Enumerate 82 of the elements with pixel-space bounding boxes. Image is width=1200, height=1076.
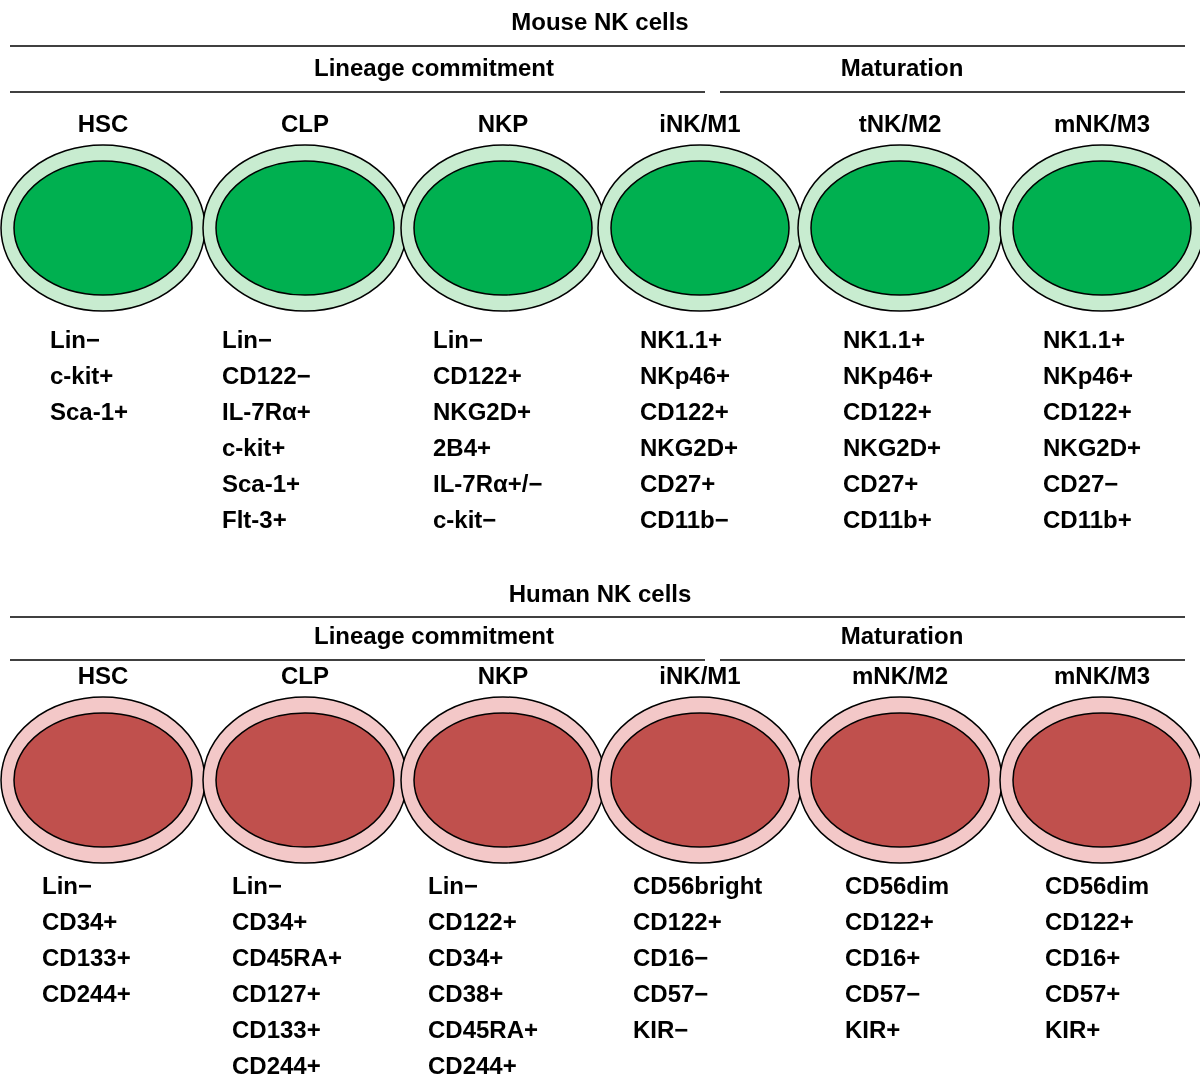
marker-label: CD16+ [845,944,921,972]
marker-label: IL-7Rα+ [222,398,311,426]
marker-label: c-kit− [433,506,497,534]
marker-label: CD34+ [232,908,308,936]
marker-label: CD56dim [1045,872,1150,900]
cell-type-label: NKP [476,110,530,138]
marker-label: CD16− [633,944,709,972]
stage-heading: Maturation [840,54,964,82]
marker-label: CD122+ [1045,908,1134,936]
marker-label: NK1.1+ [843,326,926,354]
marker-label: NKp46+ [1043,362,1134,390]
marker-label: CD27+ [843,470,919,498]
marker-label: CD34+ [42,908,118,936]
cell-type-label: CLP [280,110,330,138]
marker-label: NKG2D+ [640,434,739,462]
cell-type-label: mNK/M3 [1053,110,1151,138]
marker-label: NKG2D+ [843,434,942,462]
marker-label: KIR− [633,1016,689,1044]
marker-label: CD56dim [845,872,950,900]
stage-heading: Lineage commitment [313,54,554,82]
marker-label: CD11b− [640,506,729,534]
marker-label: Lin− [433,326,483,354]
marker-label: Lin− [50,326,100,354]
marker-label: NK1.1+ [640,326,723,354]
marker-label: CD244+ [428,1052,517,1076]
marker-label: CD122+ [633,908,722,936]
cell-type-label: NKP [476,662,530,690]
marker-label: CD16+ [1045,944,1121,972]
marker-label: IL-7Rα+/− [433,470,543,498]
cell-type-label: HSC [76,110,130,138]
marker-label: CD122+ [640,398,729,426]
cell-type-label: mNK/M3 [1053,662,1151,690]
marker-label: CD27+ [640,470,716,498]
marker-label: Lin− [428,872,478,900]
marker-label: CD38+ [428,980,504,1008]
marker-label: KIR+ [1045,1016,1101,1044]
marker-label: CD57− [845,980,921,1008]
marker-label: NKG2D+ [433,398,532,426]
marker-label: Lin− [232,872,282,900]
marker-label: CD122+ [845,908,934,936]
marker-label: CD11b+ [843,506,932,534]
marker-label: CD45RA+ [232,944,343,972]
section-title: Human NK cells [508,580,692,608]
marker-label: Sca-1+ [50,398,129,426]
marker-label: Sca-1+ [222,470,301,498]
marker-label: CD57+ [1045,980,1121,1008]
marker-label: CD133+ [232,1016,321,1044]
marker-label: CD57− [633,980,709,1008]
marker-label: 2B4+ [433,434,492,462]
marker-label: CD244+ [42,980,131,1008]
marker-label: CD45RA+ [428,1016,539,1044]
cell-type-label: mNK/M2 [851,662,949,690]
marker-label: CD122+ [843,398,932,426]
stage-heading: Lineage commitment [313,622,554,650]
marker-label: CD56bright [633,872,763,900]
cell-type-label: iNK/M1 [658,662,742,690]
marker-label: Lin− [42,872,92,900]
section-title: Mouse NK cells [511,8,689,36]
marker-label: NKp46+ [843,362,934,390]
marker-label: c-kit+ [50,362,114,390]
marker-label: NKG2D+ [1043,434,1142,462]
cell-type-label: HSC [76,662,130,690]
marker-label: CD122+ [433,362,522,390]
marker-label: CD244+ [232,1052,321,1076]
marker-label: NK1.1+ [1043,326,1126,354]
marker-label: CD122+ [1043,398,1132,426]
marker-label: Lin− [222,326,272,354]
marker-label: CD11b+ [1043,506,1132,534]
marker-label: c-kit+ [222,434,286,462]
marker-label: KIR+ [845,1016,901,1044]
marker-label: CD122+ [428,908,517,936]
stage-heading: Maturation [840,622,964,650]
marker-label: CD127+ [232,980,321,1008]
marker-label: CD34+ [428,944,504,972]
marker-label: NKp46+ [640,362,731,390]
cell-type-label: iNK/M1 [658,110,742,138]
marker-label: CD133+ [42,944,131,972]
cell-type-label: CLP [280,662,330,690]
marker-label: CD27− [1043,470,1119,498]
cell-type-label: tNK/M2 [857,110,943,138]
marker-label: Flt-3+ [222,506,287,534]
marker-label: CD122− [222,362,311,390]
